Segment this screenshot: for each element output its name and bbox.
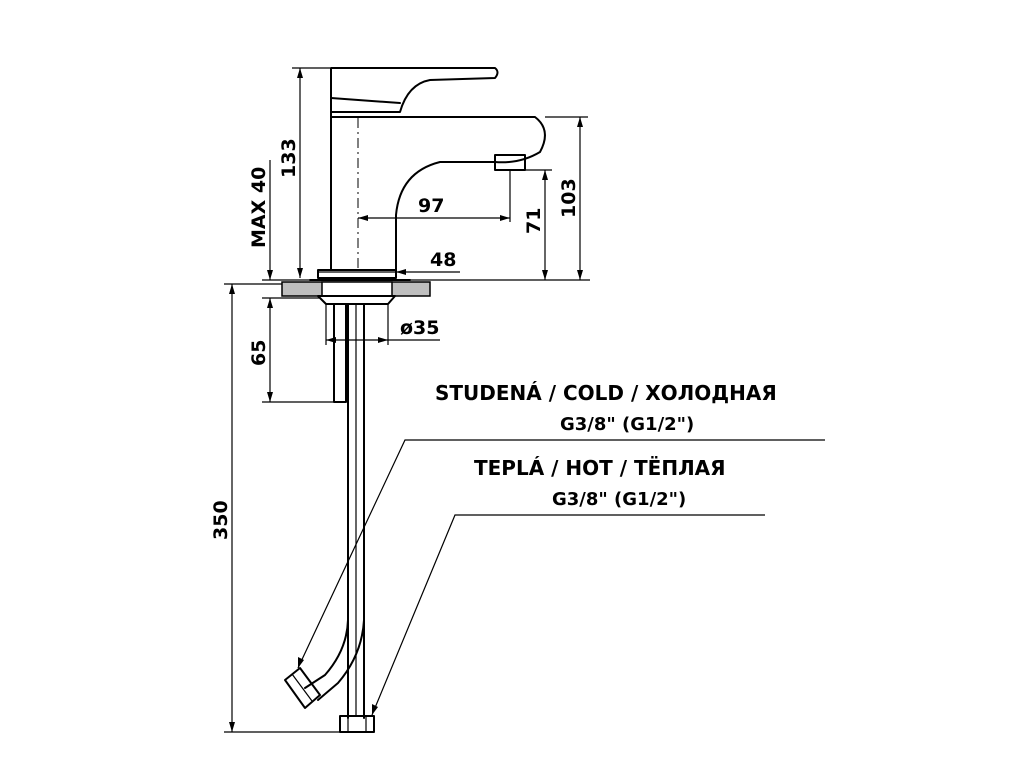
dim-71: 71 — [523, 208, 545, 234]
dim-max-40: MAX 40 — [248, 167, 270, 248]
faucet-body — [330, 67, 546, 271]
dim-48: 48 — [430, 249, 456, 271]
leader-lines — [297, 439, 825, 716]
dim-65: 65 — [248, 340, 270, 366]
cold-thread: G3/8" (G1/2") — [560, 414, 694, 435]
dim-diameter-35: ø35 — [400, 317, 440, 339]
dim-97: 97 — [418, 195, 444, 217]
dimension-lines — [224, 67, 590, 733]
mounting-base — [281, 269, 431, 305]
shank-and-hoses — [284, 303, 375, 733]
dim-350: 350 — [210, 500, 232, 540]
cold-title: STUDENÁ / COLD / ХОЛОДНАЯ — [435, 381, 777, 405]
dim-133: 133 — [278, 138, 300, 178]
dim-103: 103 — [558, 178, 580, 218]
hot-title: TEPLÁ / HOT / ТЁПЛАЯ — [474, 456, 726, 480]
hot-thread: G3/8" (G1/2") — [552, 489, 686, 510]
